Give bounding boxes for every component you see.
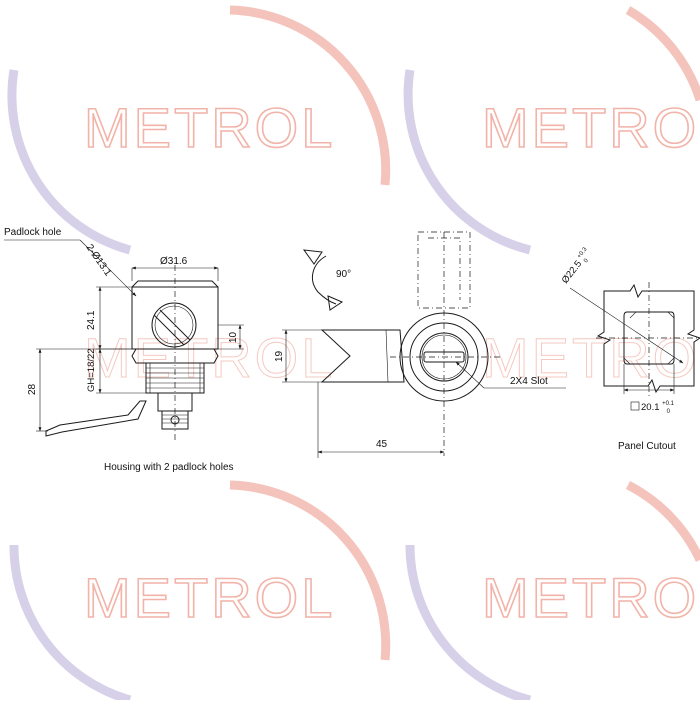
panel-outline bbox=[596, 283, 700, 394]
housing-caption: Housing with 2 padlock holes bbox=[104, 462, 234, 473]
rotation-arrow bbox=[311, 255, 337, 305]
padlock-hole bbox=[151, 302, 197, 348]
watermark-text: METROL bbox=[84, 566, 335, 629]
grip-height-dim: GH=18/22 bbox=[86, 348, 97, 392]
hole-offset-dim: 10 bbox=[228, 331, 239, 343]
cam-length-dim: 45 bbox=[376, 439, 388, 450]
watermark-text: METROL bbox=[482, 96, 700, 159]
watermark-text: METROL bbox=[84, 96, 335, 159]
hex-nut bbox=[131, 348, 219, 364]
left-view-housing: Padlock hole 2-Ø13.1 Ø31.6 24.1 10 GH=18… bbox=[4, 227, 244, 473]
watermark-text: METROL bbox=[482, 566, 700, 629]
overall-length-dim: 28 bbox=[27, 383, 38, 395]
cutout-square-dim: 20.1 +0.1 0 bbox=[641, 397, 677, 415]
cutout-diameter-tol-upper: +0.3 bbox=[576, 246, 588, 260]
square-symbol bbox=[630, 401, 640, 411]
watermark: METROL METROL METROL METROL METROL METRO… bbox=[7, 5, 700, 705]
rotation-angle-label: 90° bbox=[336, 269, 351, 280]
cutout-square-tol-upper: +0.1 bbox=[662, 401, 675, 407]
holes-diameter-dim: 2-Ø13.1 bbox=[84, 242, 114, 278]
cutout-diameter-dim: Ø22.5 +0.3 0 bbox=[556, 242, 597, 287]
watermark-text: METROL bbox=[84, 326, 335, 389]
watermark-text: METROL bbox=[482, 326, 700, 389]
cutout-diameter-main: Ø22.5 bbox=[560, 259, 585, 286]
slot-label: 2X4 Slot bbox=[510, 376, 548, 387]
cam-width-dim: 19 bbox=[274, 350, 285, 362]
cutout-shape bbox=[623, 311, 675, 365]
cutout-diameter-tol-lower: 0 bbox=[583, 257, 590, 264]
middle-view-cam: 90° 19 45 2X4 Slot bbox=[274, 231, 566, 458]
housing-height-dim: 24.1 bbox=[86, 310, 97, 330]
cam-arm bbox=[320, 329, 405, 383]
padlock-hole-label: Padlock hole bbox=[4, 227, 62, 238]
housing-diameter-dim: Ø31.6 bbox=[160, 256, 188, 267]
cutout-square-main: 20.1 bbox=[641, 402, 660, 413]
cutout-square-tol-lower: 0 bbox=[667, 409, 671, 415]
cam-lever bbox=[45, 400, 147, 437]
panel-cutout-caption: Panel Cutout bbox=[618, 441, 676, 452]
